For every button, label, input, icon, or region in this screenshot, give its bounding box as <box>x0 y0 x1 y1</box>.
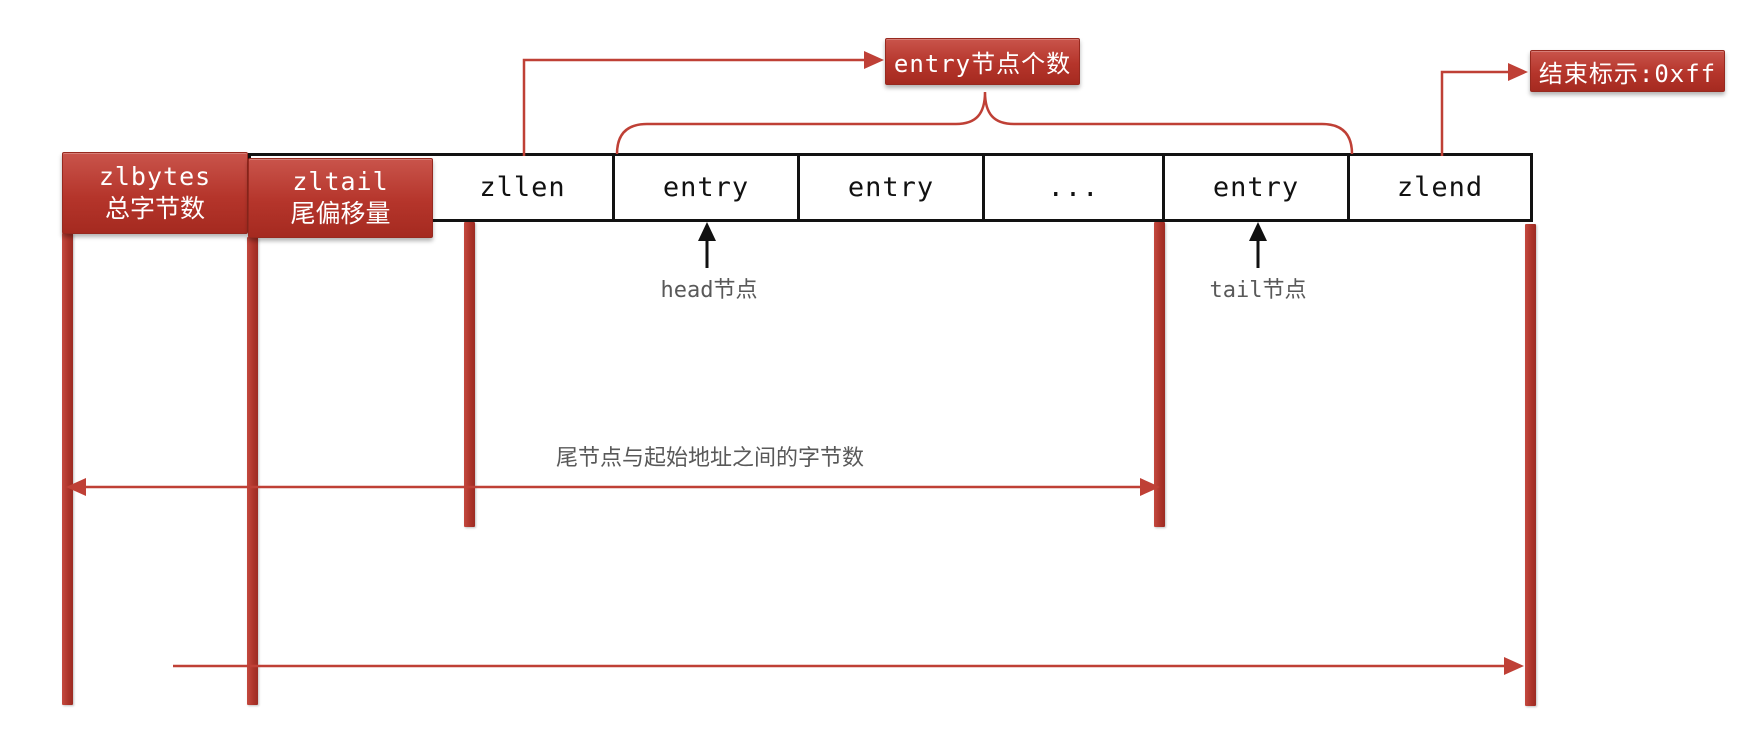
cell-ellipsis: ... <box>985 156 1165 219</box>
tail-entry-bar <box>1154 222 1165 527</box>
total-bytes-arrowhead <box>1504 657 1524 675</box>
zllen-callout-line <box>522 58 866 156</box>
tail-node-label: tail节点 <box>1209 278 1307 303</box>
tail-offset-caption: 尾节点与起始地址之间的字节数 <box>555 446 864 471</box>
zlbytes-label-en: zlbytes <box>98 162 212 191</box>
entries-brace <box>615 91 1354 155</box>
zllen-callout-arrowhead <box>864 51 884 69</box>
entry-count-callout: entry节点个数 <box>885 38 1080 85</box>
zlend-callout-arrowhead <box>1508 63 1528 81</box>
end-marker-callout: 结束标示:0xff <box>1530 50 1725 92</box>
tail-offset-arrowhead-left <box>66 478 86 496</box>
zlend-callout-line <box>1440 70 1510 156</box>
zllen-field-bar <box>464 222 475 527</box>
zltail-field-bar <box>247 237 258 705</box>
zltail-label-en: zltail <box>292 167 389 196</box>
tail-arrowhead <box>1249 222 1267 241</box>
zlbytes-label-zh: 总字节数 <box>104 194 205 223</box>
ziplist-cell-row: zllen entry entry ... entry zlend <box>248 153 1533 222</box>
cell-zllen: zllen <box>433 156 615 219</box>
cell-entry-1: entry <box>615 156 800 219</box>
tail-offset-arrowhead-right <box>1140 478 1160 496</box>
zltail-box: zltail 尾偏移量 <box>248 158 433 238</box>
zlend-field-bar <box>1525 224 1536 706</box>
head-node-label: head节点 <box>660 278 758 303</box>
start-address-bar <box>62 233 73 705</box>
cell-zlend: zlend <box>1396 172 1484 203</box>
cell-entry-tail: entry <box>1165 156 1350 219</box>
zltail-label-zh: 尾偏移量 <box>290 199 391 228</box>
cell-entry-2: entry <box>800 156 985 219</box>
zlbytes-box: zlbytes 总字节数 <box>62 152 248 234</box>
head-arrowhead <box>698 222 716 241</box>
